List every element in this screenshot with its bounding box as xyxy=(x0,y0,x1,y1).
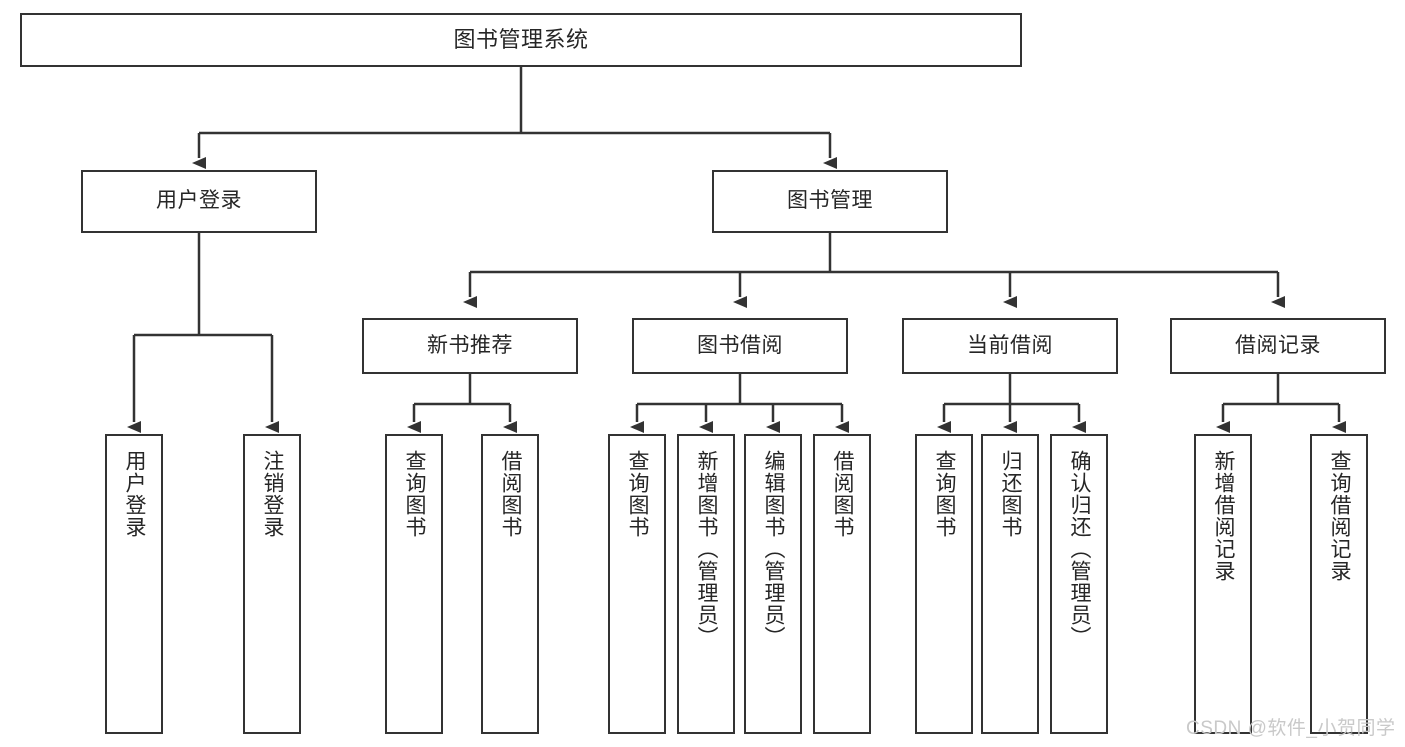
node-leaf-edit-book-admin[interactable]: 编辑图书（管理员） xyxy=(744,434,802,734)
node-label: 编辑图书（管理员） xyxy=(762,450,786,648)
node-label: 查询图书 xyxy=(933,450,957,538)
node-leaf-query-book-borrow[interactable]: 查询图书 xyxy=(608,434,666,734)
node-book-borrow[interactable]: 图书借阅 xyxy=(632,318,848,374)
node-leaf-borrow-book-recommend[interactable]: 借阅图书 xyxy=(481,434,539,734)
node-label: 用户登录 xyxy=(123,450,147,538)
node-leaf-add-book-admin[interactable]: 新增图书（管理员） xyxy=(677,434,735,734)
node-label: 确认归还（管理员） xyxy=(1068,450,1092,648)
node-leaf-return-book[interactable]: 归还图书 xyxy=(981,434,1039,734)
node-leaf-user-login[interactable]: 用户登录 xyxy=(105,434,163,734)
node-label: 查询图书 xyxy=(403,450,427,538)
node-leaf-query-book-current[interactable]: 查询图书 xyxy=(915,434,973,734)
node-label: 查询借阅记录 xyxy=(1328,450,1352,582)
node-label: 图书管理系统 xyxy=(453,27,589,53)
node-label: 新书推荐 xyxy=(427,333,513,357)
node-leaf-query-borrow-record[interactable]: 查询借阅记录 xyxy=(1310,434,1368,734)
csdn-watermark: CSDN @软件_小贺同学 xyxy=(1186,718,1396,739)
node-label: 新增图书（管理员） xyxy=(695,450,719,648)
node-label: 查询图书 xyxy=(626,450,650,538)
node-leaf-query-book-recommend[interactable]: 查询图书 xyxy=(385,434,443,734)
node-label: 注销登录 xyxy=(261,450,285,538)
node-leaf-logout[interactable]: 注销登录 xyxy=(243,434,301,734)
node-label: 图书借阅 xyxy=(697,333,783,357)
node-label: 新增借阅记录 xyxy=(1212,450,1236,582)
node-leaf-borrow-book[interactable]: 借阅图书 xyxy=(813,434,871,734)
node-user-login[interactable]: 用户登录 xyxy=(81,170,317,233)
node-label: 图书管理 xyxy=(787,189,873,213)
node-new-book-recommend[interactable]: 新书推荐 xyxy=(362,318,578,374)
node-current-borrow[interactable]: 当前借阅 xyxy=(902,318,1118,374)
node-book-management[interactable]: 图书管理 xyxy=(712,170,948,233)
node-label: 借阅图书 xyxy=(831,450,855,538)
node-leaf-confirm-return-admin[interactable]: 确认归还（管理员） xyxy=(1050,434,1108,734)
node-leaf-add-borrow-record[interactable]: 新增借阅记录 xyxy=(1194,434,1252,734)
node-label: 用户登录 xyxy=(156,189,242,213)
node-label: 当前借阅 xyxy=(967,333,1053,357)
node-label: 借阅图书 xyxy=(499,450,523,538)
node-root-book-management-system[interactable]: 图书管理系统 xyxy=(20,13,1022,67)
node-label: 归还图书 xyxy=(999,450,1023,538)
node-borrow-record[interactable]: 借阅记录 xyxy=(1170,318,1386,374)
node-label: 借阅记录 xyxy=(1235,333,1321,357)
